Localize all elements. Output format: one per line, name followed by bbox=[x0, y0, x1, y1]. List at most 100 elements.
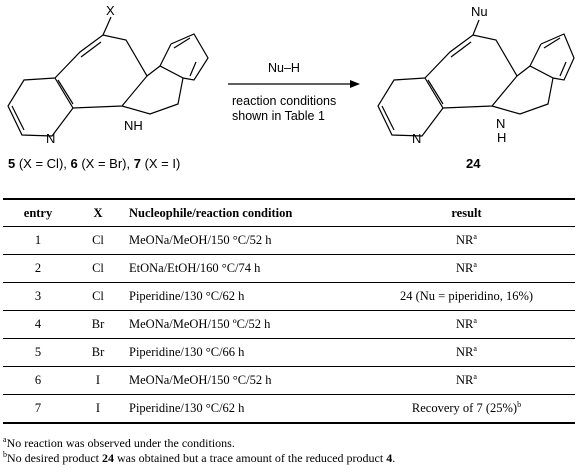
table-header-row: entry X Nucleophile/reaction condition r… bbox=[3, 198, 575, 227]
cell-x-text: Cl bbox=[92, 233, 104, 247]
cell-x-text: Cl bbox=[92, 261, 104, 275]
footnote-b-text-3: . bbox=[392, 451, 396, 465]
cell-entry-text: 7 bbox=[34, 401, 42, 415]
conditions-line-1: reaction conditions bbox=[232, 94, 336, 108]
header-condition: Nucleophile/reaction condition bbox=[123, 198, 358, 227]
cell-entry: 1 bbox=[3, 226, 73, 255]
cell-condition-text: Piperidine/130 °C/66 h bbox=[129, 345, 245, 359]
cell-entry-text: 6 bbox=[34, 373, 42, 387]
cell-result: 24 (Nu = piperidino, 16%) bbox=[358, 282, 575, 311]
compound-desc-5: (X = Cl), bbox=[15, 156, 70, 171]
cell-result-text: NR bbox=[456, 317, 474, 331]
cell-condition-text: MeONa/MeOH/150 ºC/52 h bbox=[129, 317, 271, 331]
cell-condition-text: MeONa/MeOH/150 °C/52 h bbox=[129, 233, 272, 247]
reagent-label: Nu–H bbox=[268, 61, 300, 75]
compound-num-5: 5 bbox=[8, 156, 15, 171]
footnote-b-text-2: was obtained but a trace amount of the r… bbox=[113, 451, 387, 465]
cell-x: Br bbox=[73, 338, 123, 367]
reactant-compound-label: 5 (X = Cl), 6 (X = Br), 7 (X = I) bbox=[8, 156, 180, 171]
cell-condition: Piperidine/130 °C/62 h bbox=[123, 394, 358, 424]
cell-entry: 7 bbox=[3, 394, 73, 424]
cell-condition-text: EtONa/EtOH/160 °C/74 h bbox=[129, 261, 261, 275]
right-n-label: N bbox=[412, 131, 421, 146]
result-footnote-mark: a bbox=[473, 259, 477, 269]
right-substituent-label: Nu bbox=[471, 4, 488, 19]
cell-entry-text: 4 bbox=[34, 317, 42, 331]
cell-condition: MeONa/MeOH/150 °C/52 h bbox=[123, 226, 358, 255]
result-footnote-mark: a bbox=[473, 343, 477, 353]
product-structure bbox=[377, 19, 575, 137]
cell-x-text: I bbox=[95, 401, 101, 415]
cell-result: NRa bbox=[358, 226, 575, 255]
arrow-head bbox=[350, 80, 360, 88]
footnote-b-mark: b bbox=[3, 450, 7, 459]
result-footnote-mark: a bbox=[473, 315, 477, 325]
cell-result-text: Recovery of 7 (25%) bbox=[411, 401, 518, 415]
table-row: 4 Br MeONa/MeOH/150 ºC/52 h NRa bbox=[3, 310, 575, 339]
compound-num-7: 7 bbox=[134, 156, 141, 171]
cell-result-text: NR bbox=[456, 373, 474, 387]
cell-condition-text: Piperidine/130 °C/62 h bbox=[129, 401, 245, 415]
footnotes: aNo reaction was observed under the cond… bbox=[3, 436, 573, 466]
cell-x-text: Cl bbox=[92, 289, 104, 303]
cell-condition-text: Piperidine/130 °C/62 h bbox=[129, 289, 245, 303]
results-table: entry X Nucleophile/reaction condition r… bbox=[3, 198, 575, 424]
table-row: 1 Cl MeONa/MeOH/150 °C/52 h NRa bbox=[3, 226, 575, 255]
cell-x-text: Br bbox=[91, 345, 105, 359]
footnote-b-compound-24: 24 bbox=[101, 451, 114, 465]
table-row: 2 Cl EtONa/EtOH/160 °C/74 h NRa bbox=[3, 254, 575, 283]
cell-result-text: NR bbox=[456, 345, 474, 359]
cell-entry: 5 bbox=[3, 338, 73, 367]
cell-condition: Piperidine/130 °C/62 h bbox=[123, 282, 358, 311]
reactant-structure bbox=[7, 16, 209, 137]
cell-entry: 6 bbox=[3, 366, 73, 395]
cell-result: NRa bbox=[358, 254, 575, 283]
cell-result: NRa bbox=[358, 366, 575, 395]
left-substituent-label: X bbox=[106, 3, 115, 18]
cell-condition: EtONa/EtOH/160 °C/74 h bbox=[123, 254, 358, 283]
compound-num-6: 6 bbox=[71, 156, 78, 171]
cell-x-text: I bbox=[95, 373, 101, 387]
table-row: 7 I Piperidine/130 °C/62 h Recovery of 7 (2… bbox=[3, 394, 575, 424]
right-h-label: H bbox=[497, 130, 506, 145]
header-x: X bbox=[73, 198, 123, 227]
footnote-a-mark: a bbox=[3, 435, 7, 444]
compound-desc-6: (X = Br), bbox=[78, 156, 134, 171]
result-footnote-mark: a bbox=[473, 371, 477, 381]
product-compound-label: 24 bbox=[466, 156, 481, 171]
cell-x: I bbox=[73, 394, 123, 424]
table-row: 3 Cl Piperidine/130 °C/62 h 24 (Nu = piperi… bbox=[3, 282, 575, 311]
cell-entry: 4 bbox=[3, 310, 73, 339]
cell-result: Recovery of 7 (25%)b bbox=[358, 394, 575, 424]
table-row: 5 Br Piperidine/130 °C/66 h NRa bbox=[3, 338, 575, 367]
result-footnote-mark: b bbox=[517, 399, 522, 409]
cell-result-text: NR bbox=[456, 233, 474, 247]
cell-x-text: Br bbox=[91, 317, 105, 331]
cell-entry-text: 1 bbox=[34, 233, 42, 247]
footnote-b-text-1: No desired product bbox=[7, 451, 102, 465]
cell-entry-text: 5 bbox=[34, 345, 42, 359]
left-n-label: N bbox=[46, 131, 55, 146]
header-result: result bbox=[358, 198, 575, 227]
footnote-b: bNo desired product 24 was obtained but … bbox=[3, 451, 573, 466]
cell-condition: Piperidine/130 °C/66 h bbox=[123, 338, 358, 367]
cell-condition: MeONa/MeOH/150 ºC/52 h bbox=[123, 310, 358, 339]
compound-desc-7: (X = I) bbox=[141, 156, 180, 171]
cell-result-text: 24 (Nu = piperidino, 16%) bbox=[399, 289, 534, 303]
conditions-line-2: shown in Table 1 bbox=[232, 109, 325, 123]
cell-x: Cl bbox=[73, 254, 123, 283]
cell-entry-text: 2 bbox=[34, 261, 42, 275]
cell-entry-text: 3 bbox=[34, 289, 42, 303]
cell-condition: MeONa/MeOH/150 °C/52 h bbox=[123, 366, 358, 395]
result-footnote-mark: a bbox=[473, 231, 477, 241]
cell-result: NRa bbox=[358, 310, 575, 339]
cell-x: Cl bbox=[73, 226, 123, 255]
header-entry: entry bbox=[3, 198, 73, 227]
cell-result-text: NR bbox=[456, 261, 474, 275]
cell-entry: 2 bbox=[3, 254, 73, 283]
cell-x: Br bbox=[73, 310, 123, 339]
cell-result: NRa bbox=[358, 338, 575, 367]
left-nh-label: NH bbox=[124, 118, 143, 133]
right-n-label-2: N bbox=[496, 116, 505, 131]
cell-condition-text: MeONa/MeOH/150 °C/52 h bbox=[129, 373, 272, 387]
